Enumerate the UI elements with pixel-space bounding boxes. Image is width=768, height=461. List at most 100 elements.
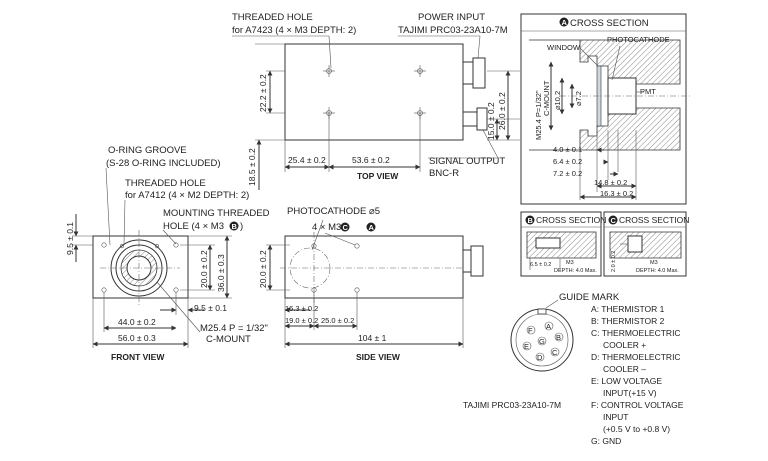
dim-56-0: 56.0 ± 0.3 xyxy=(118,333,156,343)
side-view: PHOTOCATHODE ⌀5 4 × M3 C A 20.0 ± 0.2 16… xyxy=(258,206,484,362)
section-a-dim-4-0: 4.0 ± 0.1 xyxy=(553,145,582,154)
side-connector xyxy=(462,249,472,273)
dim-19-0: 19.0 ± 0.2 xyxy=(285,316,318,325)
pin-c: C xyxy=(550,347,560,357)
section-a-frame xyxy=(520,13,687,205)
mounting-spec-suffix: ) xyxy=(240,221,243,232)
dim-9-5-bottom: 9.5 ± 0.1 xyxy=(194,303,227,313)
section-a-housing-upper xyxy=(529,39,681,85)
connector-pinout: A B C D E F G GUIDE MARK TAJIMI PRC03-23… xyxy=(463,292,684,446)
dim-44-0: 44.0 ± 0.2 xyxy=(118,317,156,327)
legend-line: INPUT(+15 V) xyxy=(603,388,657,398)
section-a-dia-10-2: ⌀10.2 xyxy=(553,91,562,110)
section-a-dim-7-2: 7.2 ± 0.2 xyxy=(553,169,582,178)
section-c-depth: DEPTH: 4.0 Max. xyxy=(636,268,679,274)
section-a-marker-badge xyxy=(559,17,569,27)
power-input-connector xyxy=(462,61,474,85)
front-threaded-hole-spec: for A7412 (4 × M2 DEPTH: 2) xyxy=(125,190,249,201)
marker-c: C xyxy=(343,223,349,232)
guide-mark xyxy=(537,308,547,315)
dim-18-5: 18.5 ± 0.2 xyxy=(247,148,257,186)
oring-groove-label: O-RING GROOVE xyxy=(108,145,187,156)
legend-line: B: THERMISTOR 2 xyxy=(591,316,665,326)
legend-line: F: CONTROL VOLTAGE xyxy=(591,400,684,410)
section-b-depth: DEPTH: 4.0 Max. xyxy=(554,268,597,274)
svg-text:C: C xyxy=(552,348,558,357)
pin-e: E xyxy=(522,341,532,351)
oring-groove-spec: (S-28 O-RING INCLUDED) xyxy=(106,158,221,169)
legend-line: COOLER – xyxy=(603,364,646,374)
legend-line: C: THERMOELECTRIC xyxy=(591,328,681,338)
power-input-plug xyxy=(472,57,486,89)
dim-53-6: 53.6 ± 0.2 xyxy=(352,155,390,165)
marker-c-badge xyxy=(340,222,350,232)
pin-a: A xyxy=(544,321,554,331)
svg-text:A: A xyxy=(546,322,551,331)
dim-25-0: 25.0 ± 0.2 xyxy=(321,316,354,325)
section-c-hole xyxy=(627,235,643,253)
svg-text:B: B xyxy=(556,333,561,342)
section-c-thread: M3 xyxy=(650,260,658,266)
dim-20-0-side: 20.0 ± 0.2 xyxy=(258,250,268,288)
power-input-connector-label: TAJIMI PRC03-23A10-7M xyxy=(398,25,508,36)
section-b-marker: B xyxy=(528,216,534,225)
front-hole xyxy=(101,242,107,248)
section-b-thread: M3 xyxy=(566,260,574,266)
top-view-body xyxy=(284,43,464,141)
section-a-dim-6-4: 6.4 ± 0.2 xyxy=(553,157,582,166)
legend-line: (+0.5 V to +0.8 V) xyxy=(603,424,670,434)
section-a: A CROSS SECTION WINDOW PHOTOCATHODE PMT … xyxy=(520,13,690,205)
m2-hole xyxy=(154,243,160,249)
section-a-housing-lower xyxy=(529,107,681,151)
dim-20-0-front: 20.0 ± 0.2 xyxy=(199,250,209,288)
front-view-title: FRONT VIEW xyxy=(111,352,165,362)
section-a-dia-7-2: ⌀7.2 xyxy=(574,91,583,106)
dim-104: 104 ± 1 xyxy=(358,333,387,343)
side-hole xyxy=(354,243,360,249)
pin-b: B xyxy=(554,332,564,342)
svg-text:D: D xyxy=(537,353,543,362)
section-c-marker: C xyxy=(611,216,617,225)
signal-output-connector xyxy=(462,111,478,127)
front-view: O-RING GROOVE (S-28 O-RING INCLUDED) THR… xyxy=(65,145,270,362)
top-view: THREADED HOLE for A7423 (4 × M3 DEPTH: 2… xyxy=(232,12,520,190)
dim-9-5-left: 9.5 ± 0.1 xyxy=(65,222,75,255)
mount-type-label: C-MOUNT xyxy=(206,334,251,345)
section-c: C CROSS SECTION 2.0 ± 0.2 M3 DEPTH: 4.0 … xyxy=(603,211,689,277)
side-connector-plug xyxy=(470,245,484,277)
section-a-thread: M25.4 P=1/32" xyxy=(534,90,543,140)
legend-line: A: THERMISTOR 1 xyxy=(591,304,665,314)
dim-25-4: 25.4 ± 0.2 xyxy=(288,155,326,165)
dim-15-0: 15.0 ± 0.2 xyxy=(486,102,496,140)
dim-22-2: 22.2 ± 0.2 xyxy=(258,74,268,112)
section-a-dim-16-3: 16.3 ± 0.2 xyxy=(600,189,633,198)
section-a-title: CROSS SECTION xyxy=(570,18,649,29)
marker-a-badge xyxy=(366,222,376,232)
guide-mark-label: GUIDE MARK xyxy=(559,292,620,303)
legend-line: G: GND xyxy=(591,436,621,446)
section-c-material xyxy=(609,231,682,259)
m2-hole xyxy=(119,243,125,249)
section-a-mount: C-MOUNT xyxy=(542,80,551,116)
legend-line: D: THERMOELECTRIC xyxy=(591,352,681,362)
section-b-hole xyxy=(535,237,561,249)
mounting-spec-prefix: HOLE (4 × M3 xyxy=(163,221,224,232)
section-a-window-label: WINDOW xyxy=(547,43,581,52)
legend-line: INPUT xyxy=(603,412,629,422)
section-b-marker-badge xyxy=(525,215,535,225)
section-b-frame xyxy=(520,211,602,277)
front-threaded-hole-label: THREADED HOLE xyxy=(125,178,206,189)
marker-b-badge xyxy=(229,221,239,231)
pin-g: G xyxy=(537,336,547,346)
front-hole xyxy=(173,242,179,248)
power-input-label: POWER INPUT xyxy=(418,12,485,23)
pin-d: D xyxy=(535,352,545,362)
svg-text:F: F xyxy=(528,326,533,335)
side-holes-label: 4 × M3 xyxy=(312,222,341,233)
marker-a: A xyxy=(369,223,375,232)
signal-output-label: SIGNAL OUTPUT xyxy=(429,156,505,167)
section-b-title: CROSS SECTION xyxy=(536,215,606,225)
section-c-dim-2-0: 2.0 ± 0.2 xyxy=(611,251,617,272)
mounting-threaded-label: MOUNTING THREADED xyxy=(163,208,270,219)
